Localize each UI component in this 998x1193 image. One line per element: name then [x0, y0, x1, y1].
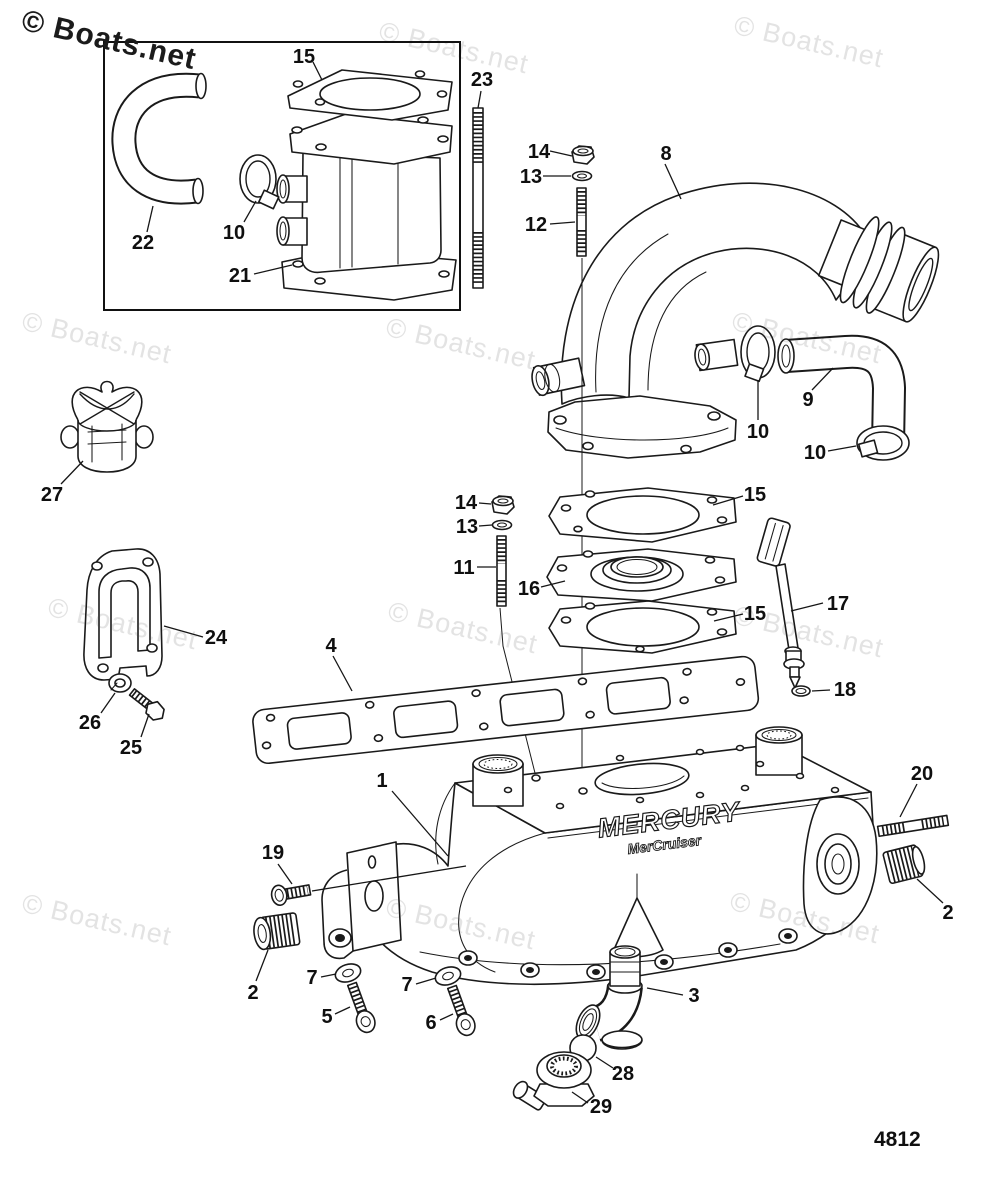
manifold-left-lug [321, 841, 402, 960]
callout-15-upper: 15 [743, 484, 767, 506]
manifold-bottom-bosses [458, 928, 798, 980]
callout-10-mid: 10 [746, 421, 770, 443]
hose-clamp-10-low-drawing [856, 425, 910, 461]
bolt-6-drawing [446, 984, 476, 1037]
callout-25: 25 [119, 737, 143, 759]
stud-12-drawing [576, 187, 587, 257]
callout-7-left: 7 [306, 967, 318, 989]
stud-11-drawing [496, 535, 507, 607]
callout-23: 23 [470, 69, 494, 91]
elbow-fitting-3-drawing [575, 945, 643, 1050]
callout-17: 17 [826, 593, 850, 615]
plug-2-left-drawing [253, 912, 301, 951]
o-ring-18-drawing [791, 685, 811, 697]
bolt-5-drawing [346, 981, 376, 1034]
stud-23-drawing [472, 107, 484, 289]
callout-13-mid: 13 [455, 516, 479, 538]
callout-5: 5 [321, 1006, 333, 1028]
callout-15-inset: 15 [292, 46, 316, 68]
callout-2-right: 2 [942, 902, 954, 924]
exhaust-manifold-1-drawing: MERCURY MerCruiser [321, 726, 878, 986]
callout-27: 27 [40, 484, 64, 506]
manifold-end-cap [802, 796, 878, 935]
hose-clamp-10-inset-drawing [239, 154, 280, 210]
end-plate-24-drawing [83, 548, 163, 681]
washer-13-mid-drawing [491, 519, 513, 531]
exhaust-elbow-8-drawing [531, 182, 940, 459]
callout-22: 22 [131, 232, 155, 254]
callout-29: 29 [589, 1096, 613, 1118]
callout-26: 26 [78, 712, 102, 734]
callout-7-right: 7 [401, 974, 413, 996]
callout-10-low: 10 [803, 442, 827, 464]
callout-21: 21 [228, 265, 252, 287]
stud-20-drawing [876, 814, 950, 838]
callout-18: 18 [833, 679, 857, 701]
inset-box-border [103, 41, 461, 311]
hose-clamp-10-mid-drawing [740, 325, 776, 383]
callout-6: 6 [425, 1012, 437, 1034]
callout-2-left: 2 [247, 982, 259, 1004]
manifold-gasket-4-drawing [252, 655, 760, 765]
washer-7-right-drawing [434, 966, 462, 986]
screw-19-drawing [270, 884, 312, 906]
callout-11: 11 [453, 557, 475, 579]
callout-24: 24 [204, 627, 228, 649]
callout-4: 4 [325, 635, 337, 657]
callout-19: 19 [261, 842, 285, 864]
gasket-15-lower-drawing [548, 600, 737, 654]
nut-14-mid-drawing [491, 495, 515, 515]
callout-14-top: 14 [527, 141, 551, 163]
sensor-17-drawing [756, 517, 805, 689]
nut-14-top-drawing [571, 145, 595, 165]
washer-7-left-drawing [334, 963, 362, 983]
callout-8: 8 [660, 143, 672, 165]
callout-20: 20 [910, 763, 934, 785]
callout-3: 3 [688, 985, 700, 1007]
leader-lines [60, 61, 944, 1104]
lock-washer-26-drawing [108, 673, 132, 693]
fitting-29-drawing [512, 1051, 595, 1111]
figure-number: 4812 [874, 1128, 921, 1151]
callout-13-top: 13 [519, 166, 543, 188]
callout-1: 1 [376, 770, 388, 792]
callout-28: 28 [611, 1063, 635, 1085]
washer-13-top-drawing [571, 170, 593, 182]
callout-9: 9 [802, 389, 814, 411]
riser-boss-right [755, 726, 803, 776]
callout-12: 12 [524, 214, 548, 236]
callout-14-mid: 14 [454, 492, 478, 514]
riser-boss-left [472, 754, 524, 807]
riser-block-21-drawing [276, 113, 457, 301]
callout-15-lower: 15 [743, 603, 767, 625]
plug-2-right-drawing [882, 844, 926, 885]
gasket-15-upper-drawing [548, 487, 737, 543]
callout-16: 16 [517, 578, 541, 600]
spacer-16-drawing [546, 548, 737, 602]
bolt-25-drawing [128, 688, 165, 721]
callout-10-inset: 10 [222, 222, 246, 244]
retainer-27-drawing [60, 380, 154, 473]
hose-22-drawing [111, 72, 207, 205]
gasket-15-inset-drawing [287, 69, 453, 121]
